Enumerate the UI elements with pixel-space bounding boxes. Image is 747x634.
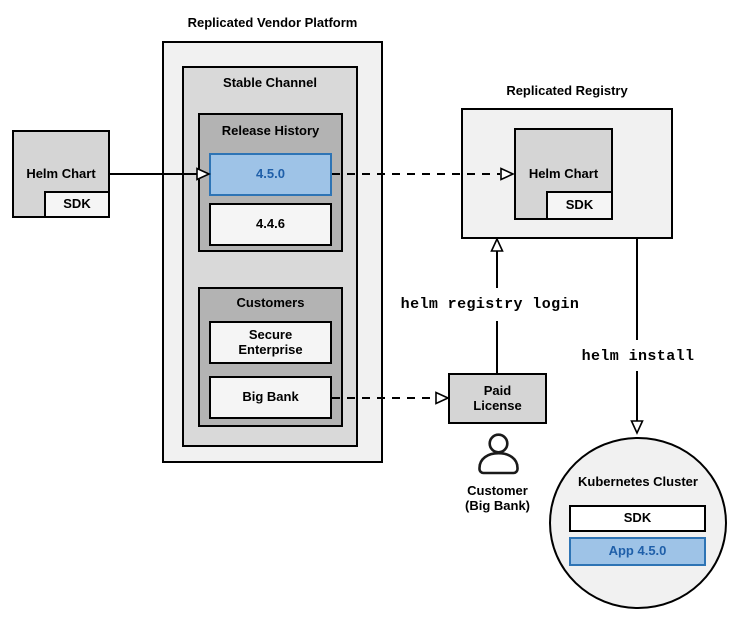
registry-title: Replicated Registry: [506, 83, 628, 98]
source-sdk-label: SDK: [63, 196, 91, 212]
registry-helm-chart-label: Helm Chart: [528, 165, 599, 181]
registry-sdk-box: SDK: [546, 191, 613, 220]
release-4-4-6-box: 4.4.6: [209, 203, 332, 246]
cluster-app-label: App 4.5.0: [608, 543, 667, 559]
customer-caption-line2: (Big Bank): [465, 498, 530, 513]
helm-install-label: helm install: [578, 348, 698, 366]
stable-channel-label: Stable Channel: [223, 75, 317, 90]
kubernetes-cluster-title: Kubernetes Cluster: [578, 474, 698, 489]
release-history-label: Release History: [221, 123, 320, 138]
cluster-sdk-label: SDK: [623, 510, 652, 526]
arrow-registry-to-cluster: [630, 239, 644, 435]
customer-caption-line1: Customer: [467, 483, 528, 498]
customer-icon: [478, 433, 519, 475]
source-helm-chart-label: Helm Chart: [26, 165, 96, 181]
customer-icon-head: [488, 433, 509, 454]
arrowhead-down-icon: [630, 420, 644, 435]
customer-secure-enterprise-label: Secure Enterprise: [238, 326, 303, 357]
registry-sdk-label: SDK: [565, 197, 594, 213]
release-4-5-0-box: 4.5.0: [209, 153, 332, 196]
release-4-4-6-label: 4.4.6: [256, 216, 285, 232]
vendor-platform-title: Replicated Vendor Platform: [187, 15, 358, 30]
customers-label: Customers: [236, 295, 305, 310]
source-sdk-box: SDK: [44, 191, 110, 218]
arrowhead-right-icon: [435, 391, 450, 405]
customer-big-bank-label: Big Bank: [242, 389, 299, 405]
customer-icon-body: [478, 451, 519, 475]
helm-registry-login-label: helm registry login: [395, 296, 585, 314]
paid-license-box: Paid License: [448, 373, 547, 424]
source-helm-chart-box: Helm Chart SDK: [12, 130, 110, 218]
paid-license-label: Paid License: [473, 382, 522, 413]
customer-caption: Customer (Big Bank): [437, 483, 558, 513]
cluster-app-box: App 4.5.0: [569, 537, 706, 566]
customer-secure-enterprise-box: Secure Enterprise: [209, 321, 332, 364]
release-4-5-0-label: 4.5.0: [256, 166, 285, 182]
cluster-sdk-box: SDK: [569, 505, 706, 532]
registry-helm-chart-box: Helm Chart SDK: [514, 128, 613, 220]
arrowhead-up-icon: [490, 237, 504, 252]
customer-big-bank-box: Big Bank: [209, 376, 332, 419]
